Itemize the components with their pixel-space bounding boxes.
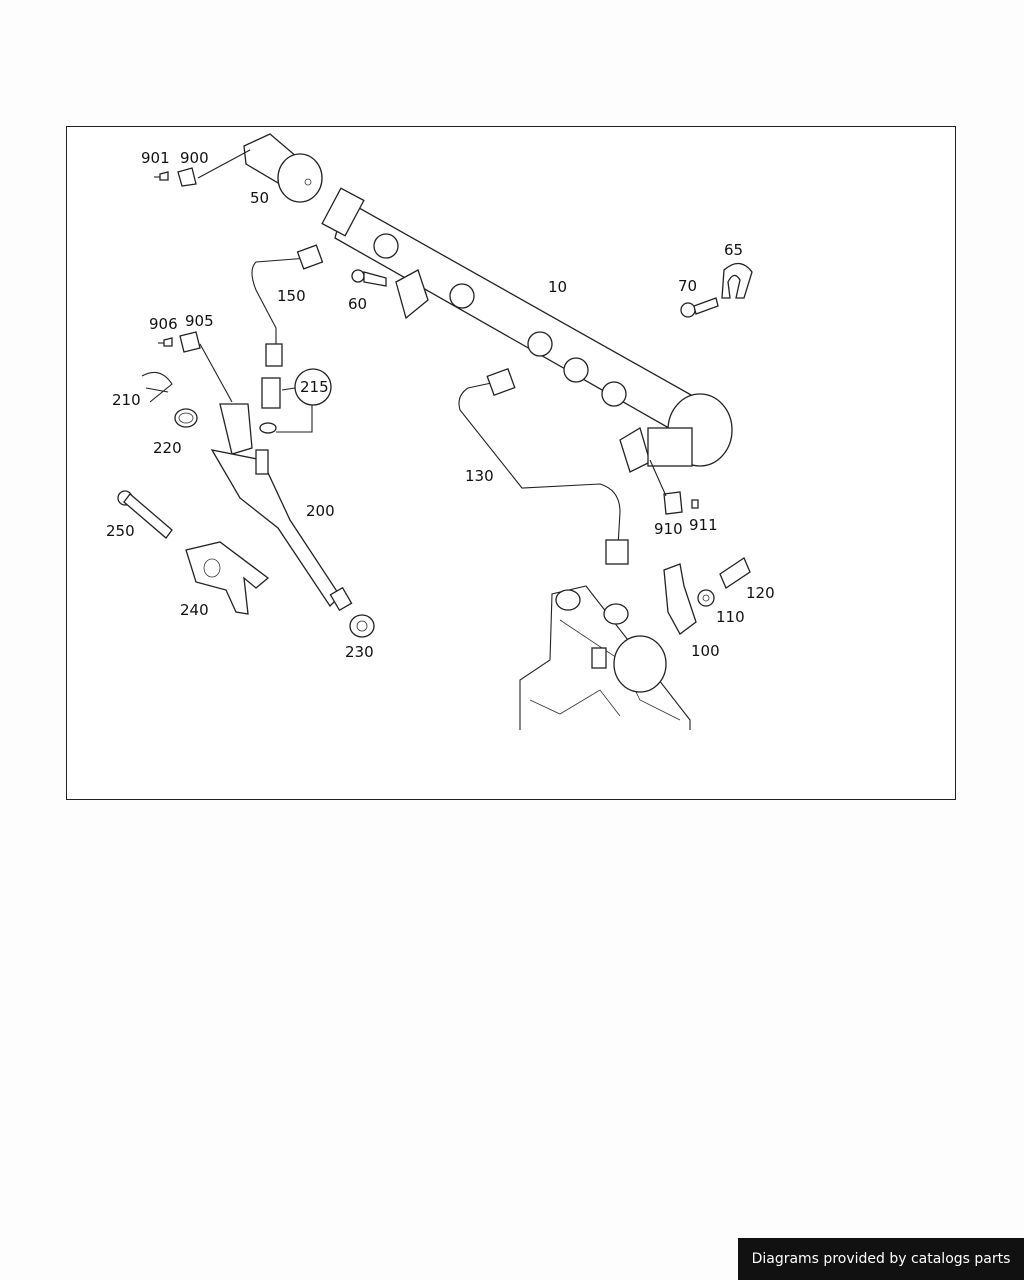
union-215 <box>259 368 332 434</box>
washer-230 <box>349 614 375 638</box>
callout-905: 905 <box>185 312 214 330</box>
callout-900: 900 <box>180 149 209 167</box>
o-ring-220 <box>174 408 198 428</box>
callout-200: 200 <box>306 502 335 520</box>
callout-220: 220 <box>153 439 182 457</box>
connector-900-901 <box>154 167 197 187</box>
callout-210: 210 <box>112 391 141 409</box>
callout-910: 910 <box>654 520 683 538</box>
bolt-60 <box>351 269 387 287</box>
callout-230: 230 <box>345 643 374 661</box>
credit-text: Diagrams provided by catalogs parts <box>751 1251 1011 1267</box>
fuel-line-130 <box>458 368 629 565</box>
callout-60: 60 <box>348 295 367 313</box>
connector-905-906 <box>158 331 233 403</box>
injector-200 <box>210 403 353 612</box>
callout-901: 901 <box>141 149 170 167</box>
callout-150: 150 <box>277 287 306 305</box>
callout-120: 120 <box>746 584 775 602</box>
hollow-screw-120 <box>719 557 751 589</box>
callout-240: 240 <box>180 601 209 619</box>
callout-100: 100 <box>691 642 720 660</box>
bolt-70 <box>680 297 719 318</box>
callout-250: 250 <box>106 522 135 540</box>
return-fitting-100 <box>663 563 697 635</box>
credit-badge: Diagrams provided by catalogs parts <box>738 1238 1024 1280</box>
callout-130: 130 <box>465 467 494 485</box>
callout-906: 906 <box>149 315 178 333</box>
clamp-65 <box>721 262 753 299</box>
diagram-frame <box>66 126 956 800</box>
retaining-clip-210 <box>141 371 173 403</box>
clamp-240 <box>185 541 270 615</box>
connector-910-911 <box>649 459 699 515</box>
seal-110 <box>697 589 715 607</box>
bolt-250 <box>117 490 173 539</box>
callout-110: 110 <box>716 608 745 626</box>
callout-215: 215 <box>300 378 329 396</box>
callout-911: 911 <box>689 516 718 534</box>
fuel-line-150 <box>251 244 324 367</box>
callout-10: 10 <box>548 278 567 296</box>
callout-50: 50 <box>250 189 269 207</box>
pressure-sensor <box>197 133 323 203</box>
high-pressure-pump <box>519 585 691 730</box>
callout-65: 65 <box>724 241 743 259</box>
callout-70: 70 <box>678 277 697 295</box>
fuel-rail <box>321 187 733 473</box>
